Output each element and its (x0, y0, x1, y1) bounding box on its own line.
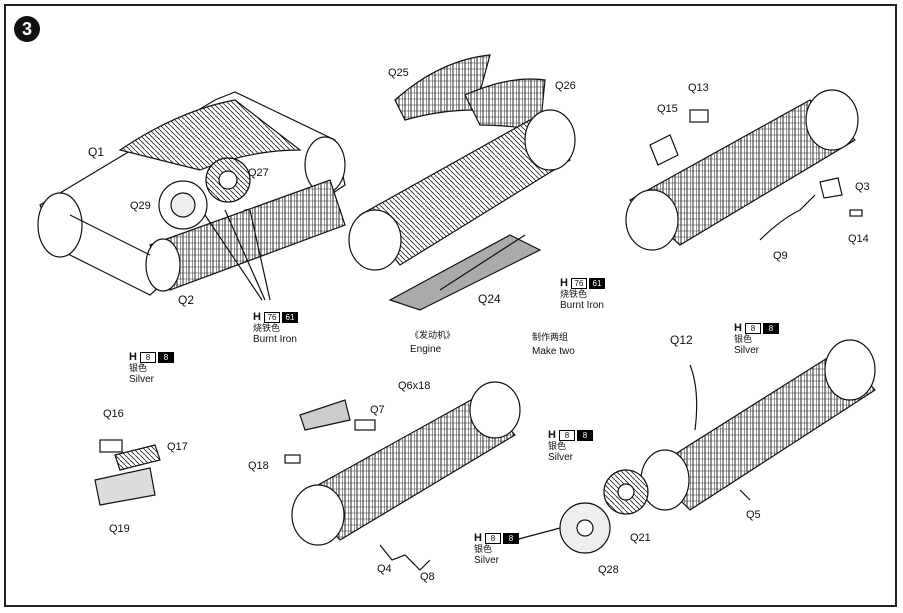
label-q4: Q4 (377, 563, 392, 575)
part-q9-pipe (759, 194, 816, 241)
label-q13: Q13 (688, 82, 709, 94)
label-q24: Q24 (478, 292, 501, 306)
label-q21: Q21 (630, 532, 651, 544)
panel-exhaust-halves (348, 54, 576, 311)
engine-front-ring-ur (625, 189, 679, 251)
label-q25: Q25 (388, 67, 409, 79)
panel-lower-middle (284, 381, 521, 571)
label-q12: Q12 (670, 333, 693, 347)
caption-make-two: 制作两组 Make two (532, 332, 575, 357)
part-q14 (849, 209, 863, 217)
part-q26 (464, 78, 546, 131)
label-q28: Q28 (598, 564, 619, 576)
part-q25 (394, 54, 491, 121)
label-q7: Q7 (370, 404, 385, 416)
part-q4-q8-pipes (379, 544, 431, 571)
label-q17: Q17 (167, 441, 188, 453)
step-number-badge: 3 (14, 16, 40, 42)
engine-front-ring-lm (291, 484, 345, 546)
label-q8: Q8 (420, 571, 435, 583)
q2-nozzle (145, 238, 181, 292)
panel-small-parts (94, 439, 161, 506)
panel-upper-right (625, 89, 863, 251)
part-q13 (689, 109, 709, 123)
engine-rear-ring-lr (824, 339, 876, 401)
exhaust-front-ring (348, 209, 402, 271)
part-q7 (354, 419, 376, 431)
label-q6x18: Q6x18 (398, 380, 431, 392)
part-q24-lower (388, 234, 542, 311)
engine-rear-ring-lm (469, 381, 521, 439)
exhaust-rear-ring (524, 109, 576, 171)
part-q6-group (299, 399, 351, 431)
q27-hub (218, 170, 238, 190)
label-q18: Q18 (248, 460, 269, 472)
part-q18 (284, 454, 301, 464)
caption-engine: 《发动机》 Engine (410, 330, 456, 355)
shell-nozzle-ring (37, 192, 83, 258)
engine-rear-ring-ur (805, 89, 859, 151)
label-q2: Q2 (178, 293, 195, 307)
part-q21-hub (617, 483, 635, 501)
label-q5: Q5 (746, 509, 761, 521)
part-q12-pipe (689, 364, 698, 431)
part-q15 (649, 134, 679, 166)
label-q29: Q29 (130, 200, 151, 212)
engine-front-ring-lr (640, 449, 690, 511)
label-q1: Q1 (88, 145, 105, 159)
label-q27: Q27 (248, 167, 269, 179)
panel-shell-assembly (37, 91, 346, 301)
q29-hub (170, 192, 196, 218)
part-q17 (114, 444, 161, 471)
part-q3 (819, 177, 843, 199)
part-q5 (739, 489, 751, 501)
label-q26: Q26 (555, 80, 576, 92)
label-q3: Q3 (855, 181, 870, 193)
label-q19: Q19 (109, 523, 130, 535)
part-q19 (94, 467, 156, 506)
label-q9: Q9 (773, 250, 788, 262)
part-q16 (99, 439, 123, 453)
page-frame (4, 4, 897, 607)
part-q28-hub (576, 519, 594, 537)
label-q16: Q16 (103, 408, 124, 420)
label-q14: Q14 (848, 233, 869, 245)
panel-lower-right (514, 339, 876, 554)
label-q15: Q15 (657, 103, 678, 115)
